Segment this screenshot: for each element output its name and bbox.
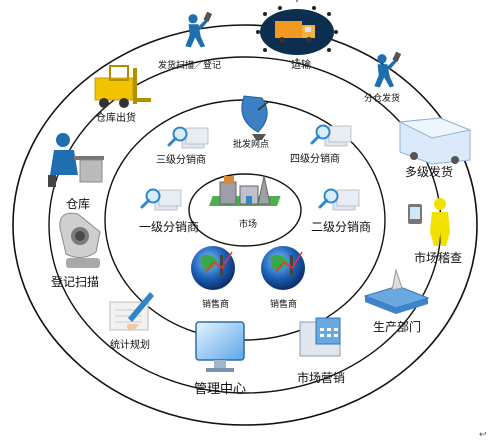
- label-level1-distributor: 一级分销商: [139, 220, 200, 234]
- label-production-dept: 生产部门: [373, 320, 422, 334]
- open-book-icon: [363, 268, 430, 314]
- shipping-scan-person-icon: [185, 11, 213, 48]
- barcode-scanner-icon: [59, 212, 101, 268]
- label-management-center: 管理中心: [194, 382, 247, 397]
- magnifier-icon-level1: [140, 188, 183, 212]
- truck-icon: [256, 0, 338, 62]
- label-level2-distributor: 二级分销商: [311, 220, 372, 234]
- label-level3-distributor: 三级分销商: [156, 155, 206, 166]
- warehouse-worker-icon: [48, 133, 104, 187]
- globe-icon-right: [261, 246, 305, 290]
- inspector-person-icon: [408, 198, 450, 246]
- forklift-icon: [94, 65, 151, 108]
- label-statistics-planning: 统计规划: [110, 340, 150, 351]
- corner-return-mark: ↩: [479, 430, 487, 440]
- label-register-scan: 登记扫描: [51, 275, 100, 289]
- satellite-dish-icon: [241, 95, 269, 140]
- label-shipping-scan: 发货扫描／登记: [158, 61, 222, 71]
- branch-shipping-person-icon: [374, 51, 402, 88]
- planning-writing-icon: [109, 292, 154, 331]
- label-branch-shipping: 分仓发货: [364, 94, 401, 104]
- globe-icon-left: [191, 246, 235, 290]
- label-transport: 运输: [291, 60, 311, 71]
- label-level4-distributor: 四级分销商: [290, 154, 340, 165]
- magnifier-icon-level4: [310, 124, 353, 148]
- label-dispatch-point: 批发网点: [233, 140, 270, 150]
- market-building-icon: [209, 175, 281, 206]
- label-warehouse: 仓库: [66, 197, 91, 211]
- label-market-inspection: 市场稽查: [414, 251, 463, 265]
- magnifier-icon-level3: [167, 126, 210, 150]
- label-multi-level-shipping: 多级发货: [405, 165, 454, 179]
- marketing-calculator-icon: [299, 317, 341, 357]
- delivery-van-icon: [398, 117, 472, 165]
- computer-monitor-icon: [195, 321, 245, 372]
- label-retailer-right: 销售商: [270, 300, 298, 310]
- label-marketing: 市场营销: [297, 371, 346, 385]
- label-warehouse-out: 仓库出货: [96, 113, 136, 124]
- label-center-market: 市场: [239, 220, 258, 230]
- center-ring: [188, 173, 302, 247]
- label-retailer-left: 销售商: [202, 300, 230, 310]
- outer-ring: [12, 24, 478, 426]
- magnifier-icon-level2: [318, 188, 361, 212]
